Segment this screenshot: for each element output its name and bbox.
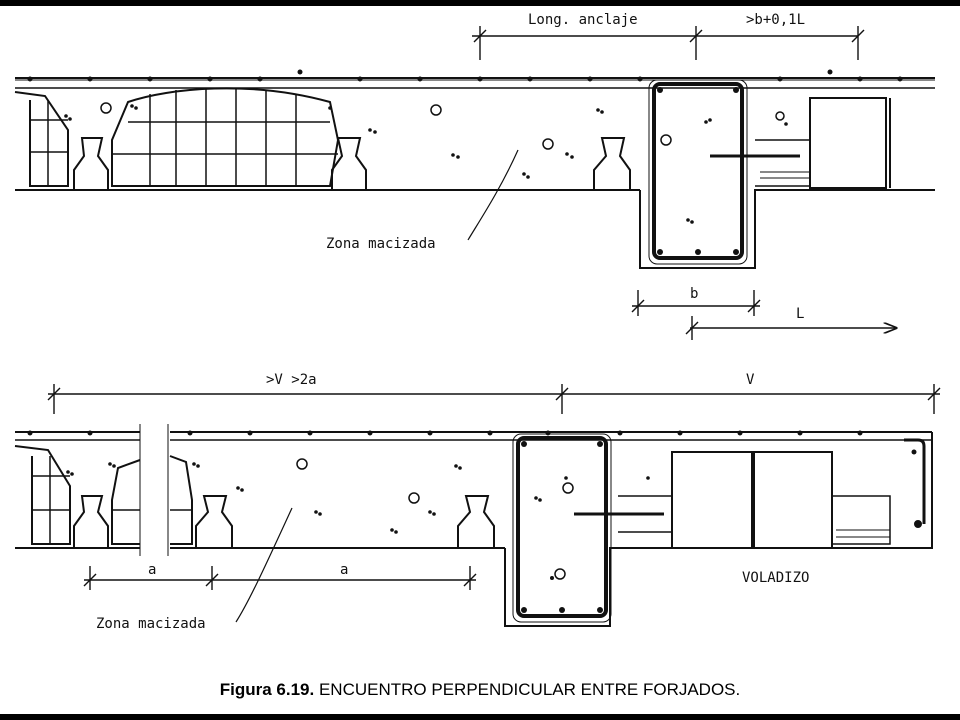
top-beam-stirrup [648, 79, 748, 265]
bottom-joists [73, 495, 495, 549]
top-aggregate-dots [64, 104, 788, 224]
top-slab-section [15, 77, 935, 269]
figure-caption: Figura 6.19. ENCUENTRO PERPENDICULAR ENT… [0, 680, 960, 700]
bottom-slab-section [15, 424, 933, 627]
top-aggregate [100, 102, 785, 150]
figure-number: Figura 6.19. [219, 680, 315, 699]
drawing-sheet: Long. anclaje >b+0,1L Zona macizada b L [0, 6, 960, 714]
top-block-left [14, 91, 69, 187]
bottom-dimensions [47, 384, 941, 623]
dim-cantilever-label: V [746, 372, 755, 388]
solid-zone-label-top: Zona macizada [326, 236, 436, 252]
dim-anchorage-label: Long. anclaje [528, 12, 638, 28]
dim-span-label: L [796, 306, 804, 322]
solid-zone-label-bottom: Zona macizada [96, 616, 206, 632]
bottom-beam-stirrup [512, 433, 612, 623]
bottom-aggregate [296, 458, 574, 580]
top-block-vaulted [111, 87, 340, 187]
dim-a1-label: a [148, 562, 156, 578]
bottom-blocks-left [14, 445, 193, 545]
top-beam-bars [657, 87, 739, 255]
bottom-rebar-dots [27, 430, 917, 455]
dim-overlap-label: >b+0,1L [746, 12, 805, 28]
dim-a2-label: a [340, 562, 348, 578]
dim-total-label: >V >2a [266, 372, 317, 388]
top-joists [73, 137, 631, 191]
bottom-right-blocks [574, 451, 891, 549]
figure-title: ENCUENTRO PERPENDICULAR ENTRE FORJADOS. [318, 680, 741, 699]
bottom-beam-bars [521, 441, 603, 613]
top-right-blocks [710, 97, 891, 189]
top-rebar-dots [27, 69, 903, 82]
bottom-aggregate-dots [66, 462, 650, 580]
top-dimensions [467, 26, 896, 340]
cantilever-label: VOLADIZO [742, 570, 809, 586]
dim-beam-width-label: b [690, 286, 698, 302]
construction-diagram: Long. anclaje >b+0,1L Zona macizada b L [14, 12, 941, 632]
